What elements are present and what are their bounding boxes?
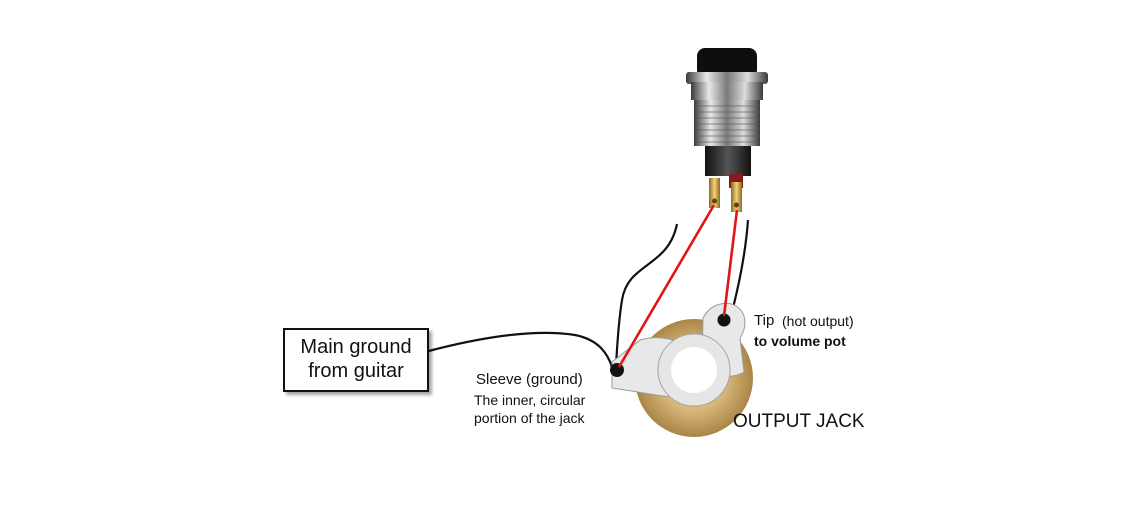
switch-lug-left — [709, 178, 720, 208]
black-wires — [424, 219, 750, 368]
red-wire-to-sleeve — [617, 204, 716, 368]
main-ground-box: Main ground from guitar — [283, 328, 429, 392]
switch-lug-right — [731, 182, 742, 212]
push-button-switch — [686, 48, 768, 212]
switch-threaded-body — [694, 100, 760, 146]
tip-hot-output-label: (hot output) — [782, 313, 854, 329]
button-cap — [697, 48, 757, 78]
tip-output-wire — [731, 219, 750, 309]
switch-ground-wire — [614, 223, 679, 367]
switch-base — [705, 146, 751, 176]
output-jack-label: OUTPUT JACK — [733, 411, 865, 432]
sleeve-description-line1: The inner, circular — [474, 392, 586, 408]
output-jack — [610, 302, 753, 437]
jack-hole — [671, 347, 717, 393]
sleeve-description-line2: portion of the jack — [474, 410, 585, 426]
tip-solder-point — [717, 313, 731, 327]
switch-nut — [686, 72, 768, 84]
switch-flange — [691, 82, 763, 100]
main-ground-label-line2: from guitar — [308, 360, 404, 382]
red-wires — [617, 204, 739, 368]
tip-to-volume-pot-label: to volume pot — [754, 333, 846, 349]
main-ground-label-line1: Main ground — [300, 336, 412, 358]
sleeve-solder-point — [610, 363, 624, 377]
red-wire-to-tip — [722, 209, 739, 317]
sleeve-title: Sleeve (ground) — [476, 371, 583, 388]
main-ground-wire — [424, 331, 614, 368]
tip-label: Tip — [754, 312, 775, 329]
